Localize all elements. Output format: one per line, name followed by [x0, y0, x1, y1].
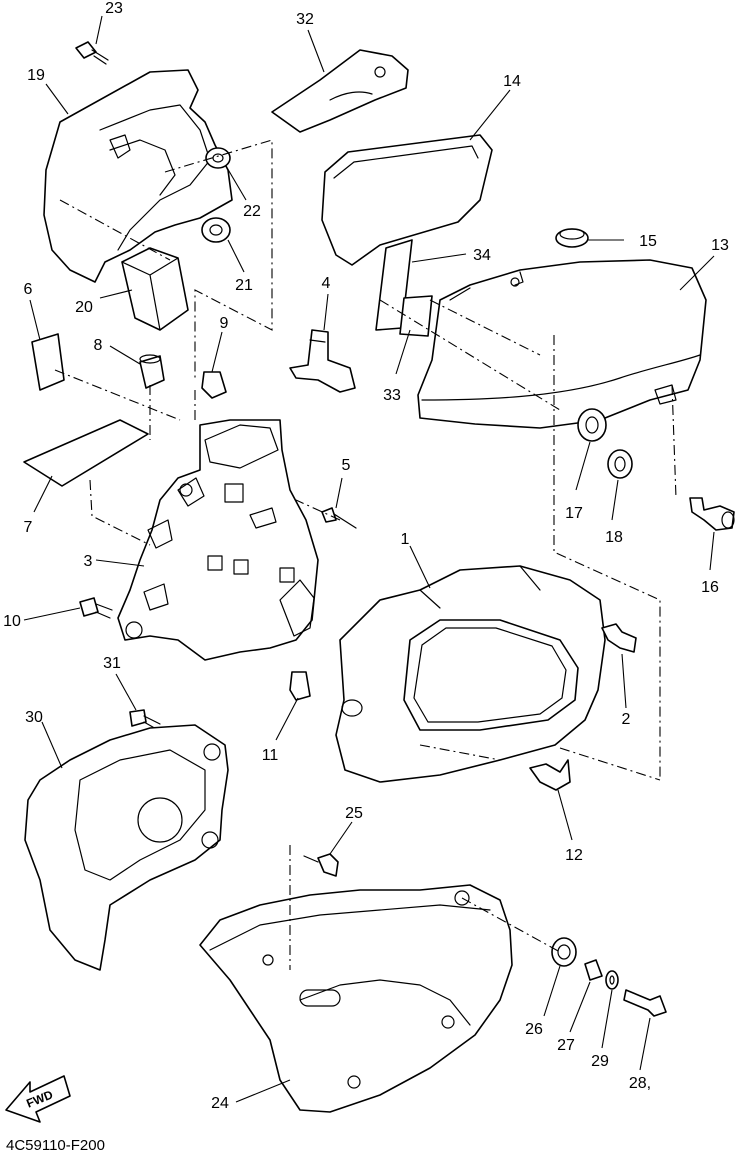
- callout-25: 25: [345, 805, 363, 822]
- part-33-strip: [399, 295, 433, 337]
- callout-28: 28,: [629, 1075, 651, 1092]
- part-10-bolt: [79, 597, 113, 619]
- part-23-bolt: [75, 41, 109, 65]
- callout-9: 9: [220, 315, 229, 332]
- part-9-clip: [201, 371, 227, 399]
- callout-26: 26: [525, 1021, 543, 1038]
- callout-27: 27: [557, 1037, 575, 1054]
- part-30-sprocket-cover: [24, 724, 229, 971]
- callout-29: 29: [591, 1053, 609, 1070]
- part-6-pad: [31, 333, 65, 391]
- callout-10: 10: [3, 613, 21, 630]
- callout-3: 3: [84, 553, 93, 570]
- part-16-fastener: [689, 497, 735, 531]
- part-2-bolt: [601, 623, 637, 653]
- callout-12: 12: [565, 847, 583, 864]
- part-8-cylinder: [139, 354, 165, 389]
- callout-18: 18: [605, 529, 623, 546]
- callout-5: 5: [342, 457, 351, 474]
- callout-21: 21: [235, 277, 253, 294]
- part-15-grommet: [555, 228, 589, 248]
- part-3-bracket-body: [117, 419, 319, 661]
- callout-20: 20: [75, 299, 93, 316]
- callout-17: 17: [565, 505, 583, 522]
- part-29-washer: [605, 970, 619, 990]
- callout-8: 8: [94, 337, 103, 354]
- part-21-grommet: [201, 217, 231, 243]
- callout-11: 11: [262, 747, 279, 764]
- diagram-code: 4C59110-F200: [6, 1137, 105, 1154]
- callout-32: 32: [296, 11, 314, 28]
- part-25-bolt: [303, 853, 339, 877]
- callout-30: 30: [25, 709, 43, 726]
- callout-33: 33: [383, 387, 401, 404]
- part-22-grommet: [205, 147, 231, 169]
- callout-1: 1: [401, 531, 410, 548]
- callout-7: 7: [24, 519, 33, 536]
- part-11-clip: [289, 671, 311, 701]
- callout-13: 13: [711, 237, 729, 254]
- part-32-plate: [271, 49, 409, 133]
- callout-34: 34: [473, 247, 491, 264]
- part-17-grommet: [577, 408, 607, 442]
- callout-23: 23: [105, 0, 123, 17]
- part-31-bolt: [129, 709, 161, 731]
- part-13-side-cover: [417, 259, 707, 429]
- part-5-pin: [321, 507, 357, 529]
- callout-4: 4: [322, 275, 331, 292]
- callout-6: 6: [24, 281, 33, 298]
- callout-24: 24: [211, 1095, 229, 1112]
- part-7-plate: [23, 419, 149, 487]
- fwd-arrow-icon: FWD: [5, 1075, 71, 1123]
- callout-14: 14: [503, 73, 521, 90]
- callout-15: 15: [639, 233, 657, 250]
- part-26-grommet: [551, 937, 577, 967]
- callout-2: 2: [622, 711, 631, 728]
- part-12-bolt: [529, 759, 571, 791]
- part-1-cover: [335, 565, 606, 783]
- part-20-foam-block: [121, 247, 189, 331]
- callout-19: 19: [27, 67, 45, 84]
- leader-lines: [23, 15, 715, 1103]
- part-14-side-panel: [321, 134, 493, 266]
- part-19-upper-cover: [43, 69, 233, 283]
- part-27-collar: [584, 959, 603, 981]
- callout-31: 31: [103, 655, 121, 672]
- part-18-collar: [607, 449, 633, 479]
- callout-22: 22: [243, 203, 261, 220]
- alignment-lines: [54, 139, 677, 970]
- part-24-crankcase-cover: [199, 884, 513, 1113]
- callout-16: 16: [701, 579, 719, 596]
- part-28-bolt: [623, 989, 667, 1017]
- callout-labels: 23 19 32 14 22 21 15 13 34 4 6 20 9 8 33…: [3, 0, 729, 1112]
- part-4-bracket: [289, 329, 356, 393]
